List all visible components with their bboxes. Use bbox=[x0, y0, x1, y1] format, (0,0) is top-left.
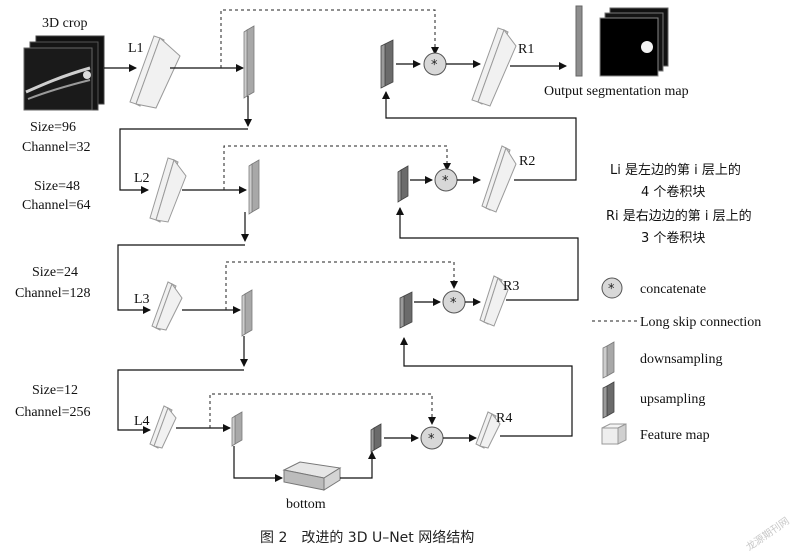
r3-upsampling-block bbox=[399, 291, 413, 329]
input-crop-stack bbox=[23, 35, 105, 111]
l3-feature-map bbox=[151, 281, 183, 331]
bottom-block bbox=[282, 461, 342, 491]
svg-text:*: * bbox=[431, 58, 438, 73]
legend-downsampling-icon bbox=[602, 341, 615, 379]
l1-downsampling-block bbox=[243, 25, 255, 99]
skip-connection-3 bbox=[225, 261, 458, 310]
l4-size-label: Size=12 bbox=[32, 383, 78, 398]
l4-channel-label: Channel=256 bbox=[15, 405, 91, 420]
l3-to-l4-path bbox=[117, 369, 244, 434]
svg-text:*: * bbox=[450, 296, 457, 311]
r1-feature-map bbox=[471, 27, 517, 107]
output-segmentation-stack bbox=[599, 7, 669, 77]
r2-concatenate-node: * bbox=[434, 168, 458, 192]
skip-connection-1 bbox=[220, 9, 439, 68]
r4-feature-map bbox=[475, 411, 501, 449]
skip-connection-4 bbox=[209, 393, 436, 428]
l4-label: L4 bbox=[134, 414, 150, 429]
r4-concatenate-node: * bbox=[420, 426, 444, 450]
skip-connection-2 bbox=[223, 145, 451, 190]
r3-label: R3 bbox=[503, 279, 519, 294]
r2-to-r1-path bbox=[382, 91, 577, 181]
legend-feature-map-icon bbox=[601, 423, 627, 445]
l3-label: L3 bbox=[134, 292, 150, 307]
r2-label: R2 bbox=[519, 154, 535, 169]
watermark: 龙源期刊网 bbox=[743, 514, 791, 553]
legend-upsampling-icon bbox=[602, 381, 615, 419]
l2-feature-map bbox=[149, 157, 187, 223]
svg-text:*: * bbox=[442, 174, 449, 189]
input-label: 3D crop bbox=[42, 16, 88, 31]
legend-concatenate-icon: * bbox=[601, 277, 623, 299]
legend-feature-map-label: Feature map bbox=[640, 428, 710, 443]
r4-label: R4 bbox=[496, 411, 512, 426]
l2-label: L2 bbox=[134, 171, 150, 186]
l4-to-bottom-path bbox=[233, 446, 283, 482]
r2-feature-map bbox=[481, 145, 517, 213]
note-line-3: Ri 是右边边的第 i 层上的 bbox=[606, 208, 752, 224]
l1-size-label: Size=96 bbox=[30, 120, 76, 135]
r3-concatenate-node: * bbox=[442, 290, 466, 314]
r4-upsampling-block bbox=[370, 423, 382, 453]
l2-channel-label: Channel=64 bbox=[22, 198, 91, 213]
l2-downsampling-block bbox=[248, 159, 260, 215]
r1-label: R1 bbox=[518, 42, 534, 57]
l1-label: L1 bbox=[128, 41, 144, 56]
legend-downsampling-label: downsampling bbox=[640, 352, 722, 367]
l4-downsampling-block bbox=[231, 411, 243, 447]
note-line-2: 4 个卷积块 bbox=[641, 184, 705, 200]
svg-text:*: * bbox=[428, 432, 435, 447]
l1-feature-map bbox=[129, 35, 181, 109]
r1-upsampling-block bbox=[380, 39, 394, 89]
l2-to-l3-path bbox=[117, 244, 245, 314]
l1-channel-label: Channel=32 bbox=[22, 140, 91, 155]
l1-to-l2-path bbox=[119, 128, 248, 194]
bottom-to-up-path bbox=[340, 451, 376, 479]
bottom-label: bottom bbox=[286, 497, 326, 512]
output-conv-block bbox=[575, 5, 583, 77]
r2-upsampling-block bbox=[397, 165, 409, 203]
r3-to-r2-path bbox=[396, 207, 579, 301]
legend-concatenate-label: concatenate bbox=[640, 282, 706, 297]
l4-feature-map bbox=[149, 405, 177, 449]
svg-text:*: * bbox=[608, 282, 615, 297]
note-line-1: Li 是左边的第 i 层上的 bbox=[610, 162, 741, 178]
note-line-4: 3 个卷积块 bbox=[641, 230, 705, 246]
l3-downsampling-block bbox=[241, 289, 253, 337]
legend-upsampling-label: upsampling bbox=[640, 392, 705, 407]
output-label: Output segmentation map bbox=[544, 84, 689, 99]
l3-size-label: Size=24 bbox=[32, 265, 78, 280]
l3-channel-label: Channel=128 bbox=[15, 286, 91, 301]
l2-size-label: Size=48 bbox=[34, 179, 80, 194]
r1-concatenate-node: * bbox=[423, 52, 447, 76]
r4-to-r3-path bbox=[400, 337, 573, 437]
figure-caption: 图 2 改进的 3D U–Net 网络结构 bbox=[260, 530, 474, 546]
legend-skip-label: Long skip connection bbox=[640, 315, 761, 330]
r3-feature-map bbox=[479, 275, 509, 327]
